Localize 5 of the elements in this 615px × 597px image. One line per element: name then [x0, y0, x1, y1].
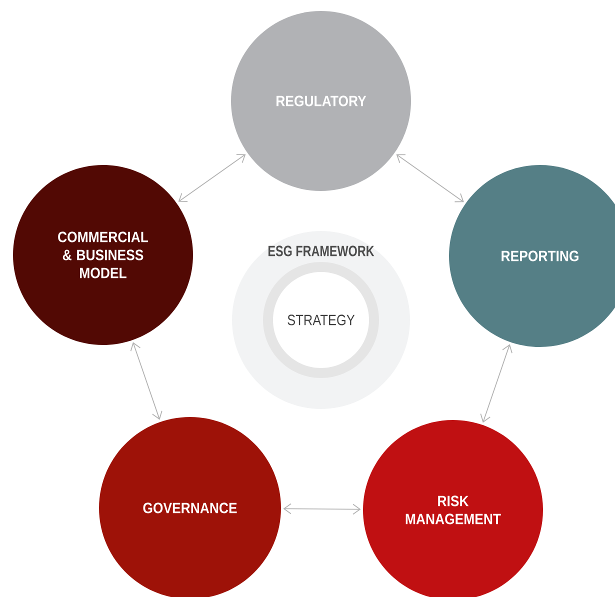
- double-arrow: [396, 154, 464, 202]
- double-arrow: [283, 503, 361, 515]
- double-arrow: [130, 342, 162, 420]
- double-arrow: [480, 344, 512, 423]
- double-arrow: [178, 154, 246, 202]
